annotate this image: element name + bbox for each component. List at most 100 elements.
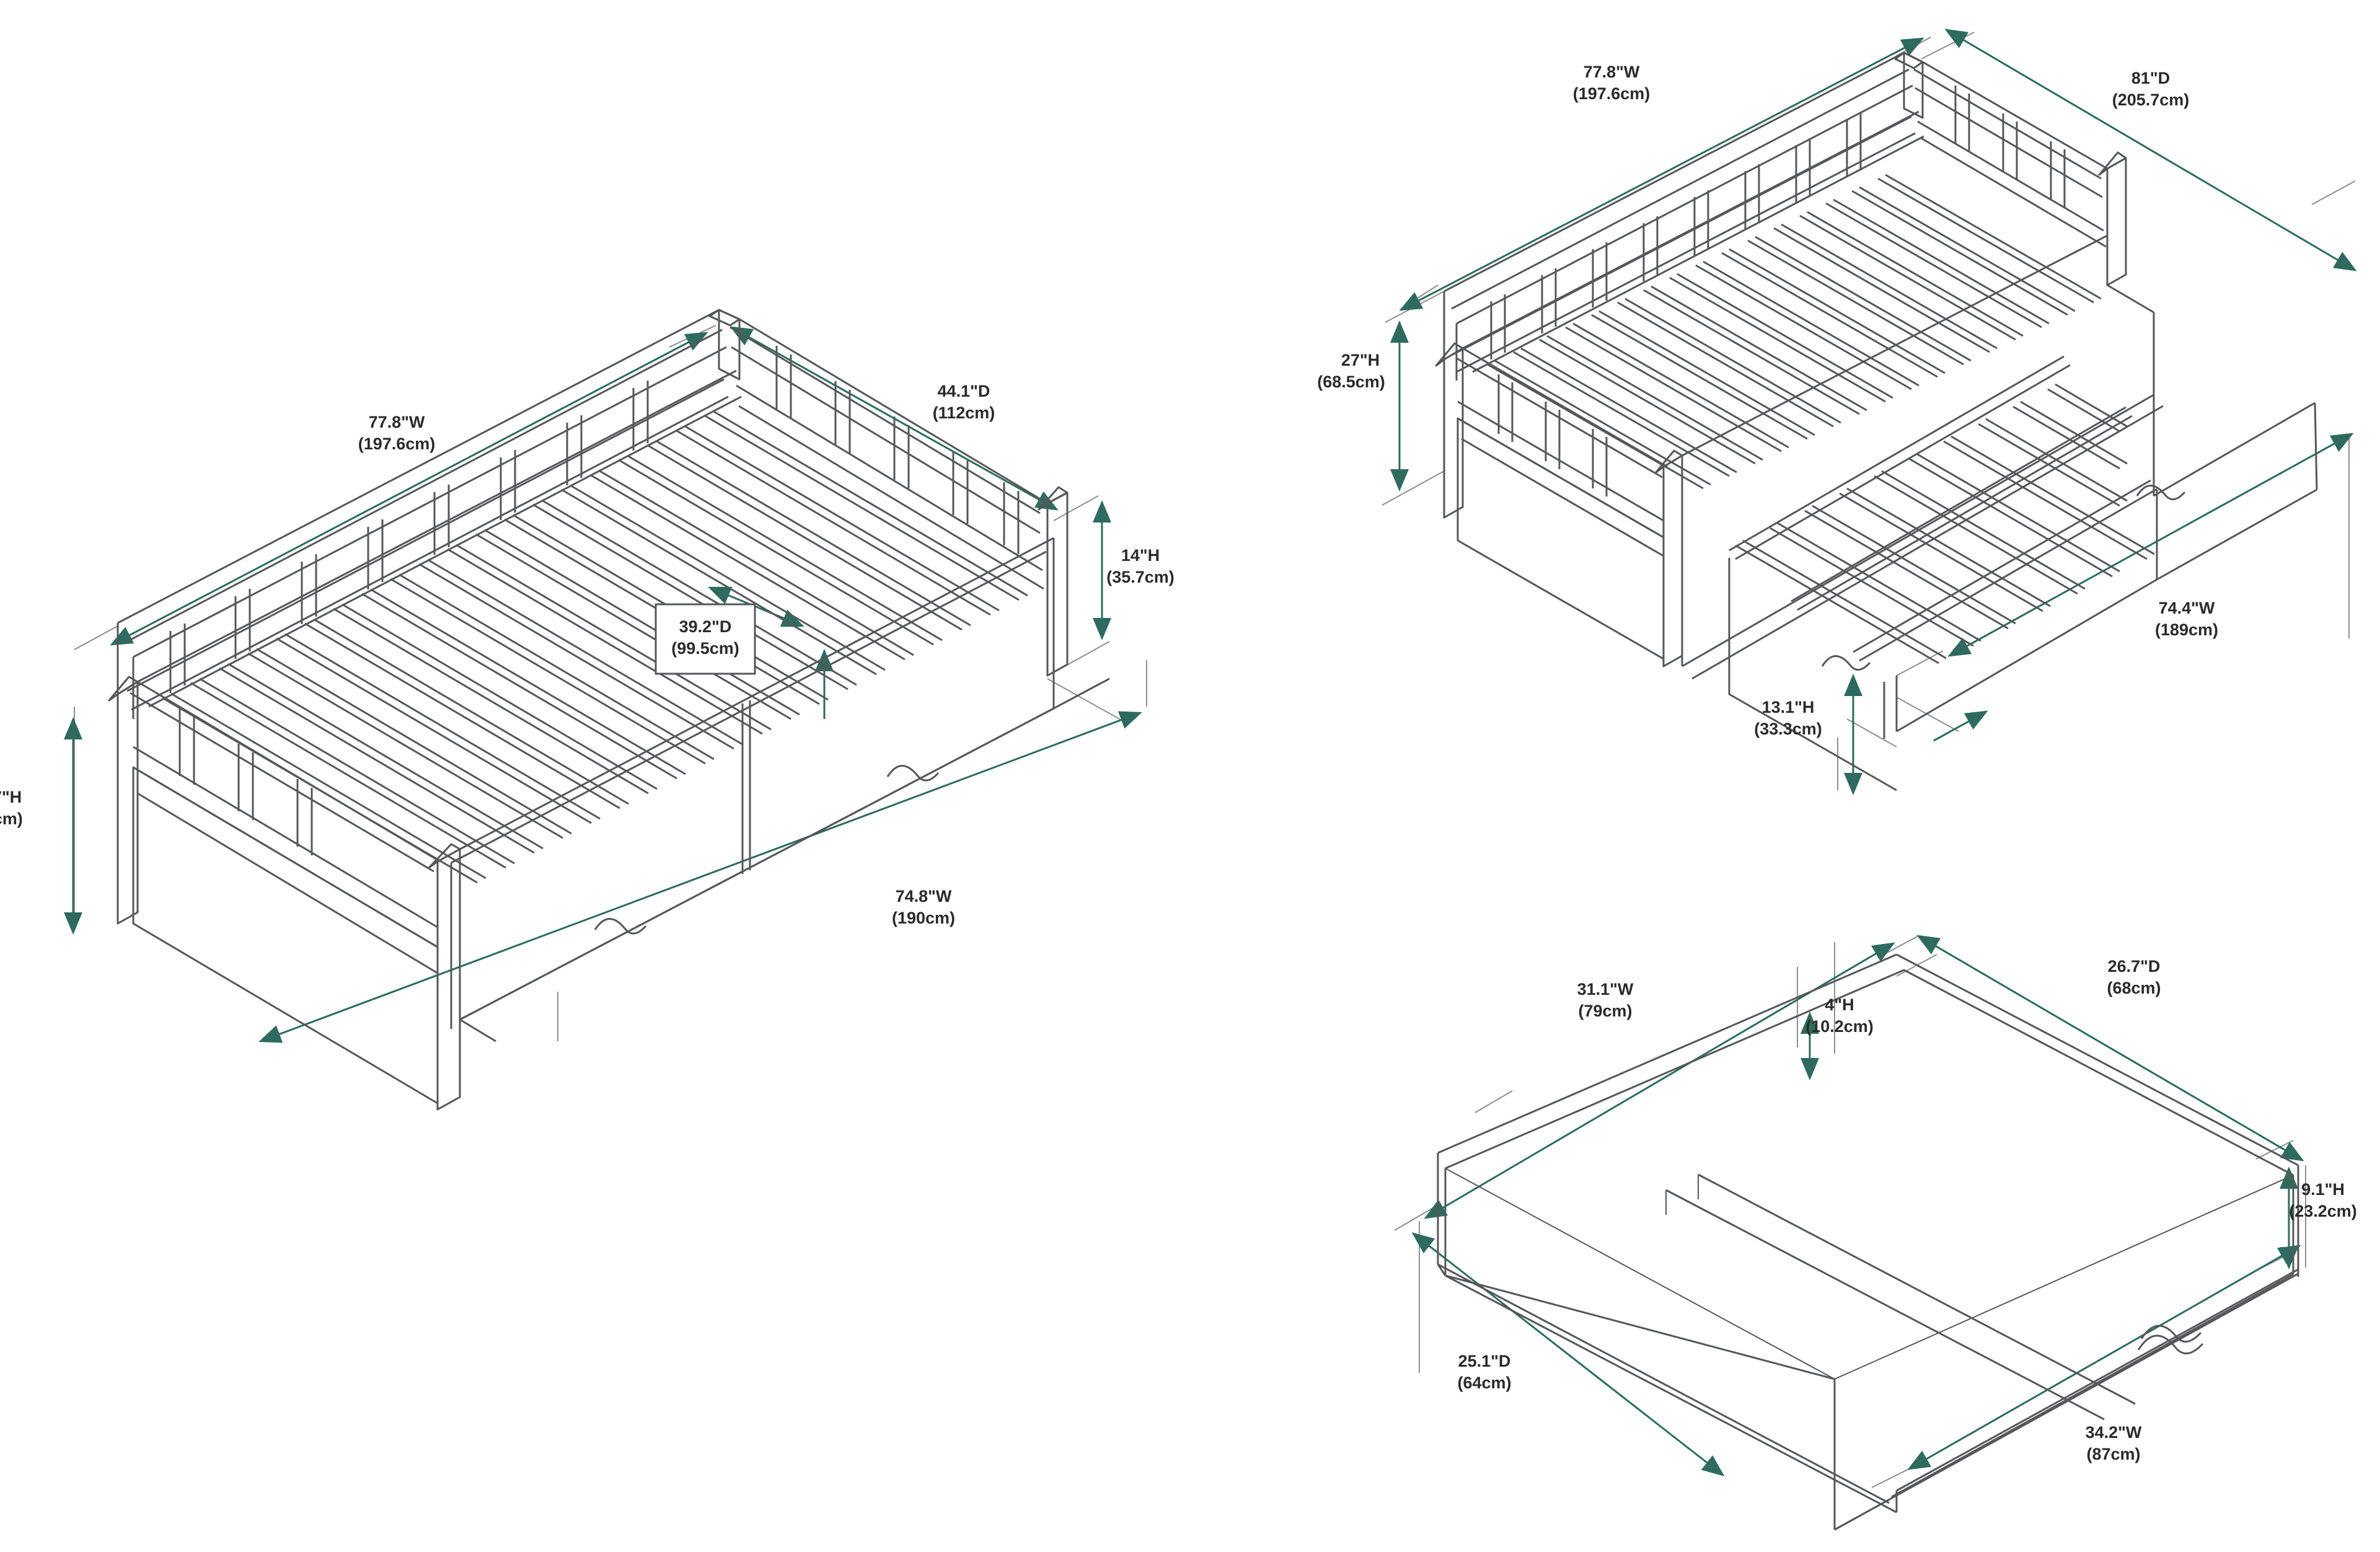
svg-text:(68.5cm): (68.5cm): [0, 809, 23, 828]
backrail-top-outer: [117, 309, 720, 624]
svg-text:27"H: 27"H: [1341, 351, 1380, 369]
trundle-edge-left: [459, 1018, 496, 1043]
trundle-front-bottom: [459, 707, 1054, 1021]
dimension-label-25-1d: 25.1"D (64cm): [1457, 1352, 1511, 1392]
drawer-bottom-left-front: [1445, 1274, 1897, 1514]
dimension-arrow-25-1d: [1411, 1232, 1725, 1476]
v2-headboard-bot2: [1919, 136, 2107, 248]
v2-upper-slats: [1487, 174, 2102, 490]
v2-footboard-mid: [1457, 400, 1664, 522]
v2-trundle-handle-2: [1821, 655, 1871, 671]
dimension-label-74-8w: 74.8"W (190cm): [892, 887, 955, 927]
v2-deck-rail-front: [1681, 234, 2108, 457]
headboard-spindles: [775, 346, 1020, 554]
v2-trundle-slats: [1735, 383, 2155, 664]
svg-text:(99.5cm): (99.5cm): [671, 639, 739, 658]
dimension-label-77-8w: 77.8"W (197.6cm): [358, 413, 436, 453]
svg-text:(35.7cm): (35.7cm): [1106, 568, 1175, 586]
dimension-label-74-4w: 74.4"W (189cm): [2155, 599, 2218, 639]
dimension-arrow-77-8w-b: [1399, 37, 1924, 311]
footboard-top-rail2: [130, 692, 434, 873]
svg-text:(112cm): (112cm): [933, 403, 995, 422]
backrail-bottom2: [131, 395, 729, 711]
v2-deck-rail-back2: [1472, 135, 1924, 373]
post-right-foot-top: [1038, 486, 1069, 511]
svg-text:(33.3cm): (33.3cm): [1754, 720, 1822, 738]
svg-text:(197.6cm): (197.6cm): [1573, 84, 1651, 103]
view-daybed-extended: [1382, 29, 2357, 795]
v2-trundle-box-right-top: [2153, 402, 2316, 497]
deck-rail-front: [459, 537, 1054, 850]
svg-text:77.8"W: 77.8"W: [1584, 63, 1640, 81]
view-trundle-drawer: [1394, 935, 2306, 1531]
svg-text:74.8"W: 74.8"W: [896, 887, 952, 906]
svg-text:77.8"W: 77.8"W: [369, 413, 425, 431]
v2-post-right-top: [2098, 151, 2127, 176]
svg-text:14"H: 14"H: [1121, 546, 1160, 565]
v2-backrail-bot2: [1456, 132, 1916, 373]
dimension-arrow-39-2d: [708, 586, 804, 627]
v2-trundle-front-panel: [1728, 558, 1897, 791]
dimension-label-13-1h: 13.1"H (33.3cm): [1754, 698, 1822, 738]
svg-text:9.1"H: 9.1"H: [2301, 1180, 2345, 1199]
labels-view-3: 31.1"W (79cm) 26.7"D (68cm) 4"H (10.2cm)…: [1457, 957, 2356, 1463]
svg-text:(68cm): (68cm): [2107, 979, 2161, 997]
svg-text:(79cm): (79cm): [1578, 1002, 1632, 1020]
drawer-base-panel: [1445, 969, 2294, 1380]
backrail-top-inner2: [133, 346, 727, 658]
drawer-handle-notch2: [2137, 1334, 2204, 1354]
v2-backrail-bot: [1452, 115, 1912, 356]
v2-headboard-top: [1922, 61, 2108, 170]
svg-text:13.1"H: 13.1"H: [1762, 698, 1815, 716]
dimension-label-9-1h: 9.1"H (23.2cm): [2289, 1180, 2357, 1220]
dimension-label-14h: 14"H (35.7cm): [1106, 546, 1175, 586]
headboard-bottom-rail: [736, 384, 1043, 571]
v2-deck-rail-back: [1462, 110, 1919, 350]
headboard-bottom-rail2: [738, 405, 1044, 590]
svg-text:(189cm): (189cm): [2155, 620, 2218, 639]
drawer-front-top: [1896, 1268, 2299, 1492]
svg-text:81"D: 81"D: [2131, 69, 2170, 87]
v2-headboard-bot: [1917, 120, 2104, 232]
deck-rail-front2: [451, 550, 1047, 864]
dimension-label-44-1d: 44.1"D (112cm): [933, 382, 995, 422]
footboard-panel-line: [137, 792, 438, 974]
deck-rail-back: [137, 369, 737, 683]
svg-text:(10.2cm): (10.2cm): [1805, 1017, 1874, 1036]
mattress-slats: [162, 410, 1028, 884]
drawer-base-left-lower: [1445, 1274, 1835, 1380]
dimension-arrow-74-4w: [1947, 433, 2354, 657]
trundle-handle-right: [886, 765, 940, 782]
svg-text:34.2"W: 34.2"W: [2086, 1423, 2142, 1442]
footboard-spindles: [178, 708, 313, 855]
v2-trundle-right-top: [2107, 284, 2154, 314]
svg-text:(64cm): (64cm): [1457, 1373, 1511, 1392]
headboard-top-inner2: [731, 346, 1041, 534]
v2-backrail-top2: [1451, 68, 1910, 310]
v2-trundle-box-right-bot: [2156, 488, 2317, 581]
view-daybed-closed: [64, 309, 1147, 1111]
v2-footboard-panel-line: [1461, 438, 1664, 557]
dimension-label-26-7d: 26.7"D (68cm): [2107, 957, 2161, 997]
labels-view-2: 77.8"W (197.6cm) 81"D (205.7cm) 27"H (68…: [1317, 63, 2218, 738]
v2-headboard-top2: [1913, 68, 2102, 180]
svg-text:(205.7cm): (205.7cm): [2112, 90, 2190, 109]
drawer-back-left-bot: [1437, 1264, 1447, 1276]
svg-text:(68.5cm): (68.5cm): [1317, 373, 1385, 391]
svg-text:(87cm): (87cm): [2086, 1445, 2140, 1463]
drawer-handle-notch: [2140, 1325, 2202, 1343]
dimension-arrow-81d: [1944, 29, 2357, 271]
trundle-edge-right: [1053, 677, 1110, 710]
dimension-label-box-39-2d: [654, 603, 756, 675]
v2-trundle-rail-left: [1681, 394, 2154, 668]
dimension-arrow-34-2w: [1907, 1245, 2301, 1470]
svg-text:74.4"W: 74.4"W: [2159, 599, 2215, 617]
dimension-label-81d: 81"D (205.7cm): [2112, 69, 2190, 109]
dimension-label-27h: 27"H (68.5cm): [0, 788, 23, 828]
v2-trundle-crossrails: [1729, 355, 2157, 662]
v2-backrail-top3: [1456, 84, 1913, 325]
back-spindles: [169, 381, 649, 693]
